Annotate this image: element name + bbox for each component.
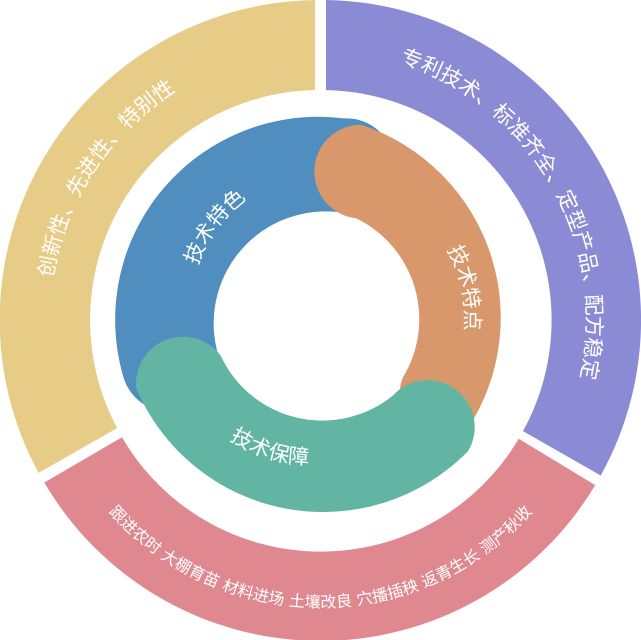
outer-segment-left [0,0,315,473]
inner-segment-tech-characteristic [314,124,501,443]
outer-segment-right [326,0,641,476]
inner-segment-tech-guarantee [135,336,475,513]
outer-segment-bottom [44,437,596,640]
